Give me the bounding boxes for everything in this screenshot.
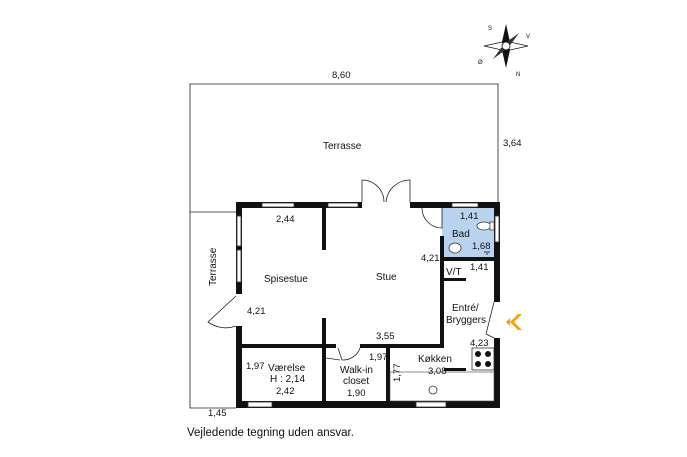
compass-s: S [488,26,492,32]
bedroom-door [325,357,341,361]
wall-bottom [236,401,500,408]
wall-right-lower [494,338,500,408]
toilet-tank [489,221,495,231]
sink-icon [448,242,462,254]
window-left-upper [236,215,242,247]
dim-stue-height: 4,21 [421,253,440,264]
wall-kitchen-counter [444,368,466,371]
window-left-mid [236,249,242,283]
dim-bad-height: 1,68 [472,241,491,252]
room-entre-line1: Entré/ [452,303,479,314]
window-top-bath [451,202,479,208]
dim-spisestue-height: 4,21 [247,306,266,317]
window-top-mid [327,202,359,208]
dim-vt-width: 1,41 [470,262,489,273]
dim-spisestue-width: 2,44 [276,214,295,225]
terrace-outline-top [189,83,499,212]
wall-spisestue-stue-upper [322,208,326,250]
room-vt: V/T [446,267,462,278]
dim-walkin-width: 1,90 [347,388,366,399]
terrace-outline [189,211,236,409]
wall-top-left [236,202,362,208]
room-walkin-line1: Walk-in [340,365,373,376]
entrance-arrow-icon-inner [506,318,510,326]
shower-icon [484,251,490,255]
room-spisestue: Spisestue [264,274,308,285]
wall-right-upper [494,202,500,302]
window-bottom-right [415,401,447,408]
room-bad: Bad [452,229,470,240]
toilet-icon [476,221,492,231]
dim-stue-width: 3,55 [376,331,395,342]
bath-door [421,207,443,229]
stove-burner-2 [485,351,491,357]
kitchen-counter [389,371,495,402]
dim-vaerelse-height: 1,97 [246,361,265,372]
room-vaerelse-height: H : 2,14 [270,374,305,385]
wall-walkin-left [322,348,326,401]
entrance-arrow-icon [510,314,522,330]
compass-o: Ø [478,60,483,66]
wall-left-lower [236,326,242,408]
wall-horizontal-middle-left [242,344,336,348]
compass-n: N [516,72,520,78]
walkin-door [337,347,361,361]
dim-top-width: 8,60 [332,70,351,81]
kitchen-sink-icon [428,385,438,395]
wall-walkin-right [386,348,390,401]
room-terrasse-top: Terrasse [323,141,362,152]
stove-burner-4 [485,361,491,367]
room-koekken: Køkken [418,354,452,365]
wall-bad-vt [440,257,494,261]
room-entre-line2: Bryggers [446,315,486,326]
wall-horizontal-middle-right [360,344,444,348]
room-terrasse-left: Terrasse [208,247,219,286]
window-bottom-left [247,401,273,408]
dim-bad-width: 1,41 [460,211,479,222]
room-vaerelse: Værelse [268,363,306,374]
dim-koekken-height: 1,77 [392,364,403,383]
room-stue: Stue [376,272,397,283]
stove-burner-1 [475,351,481,357]
dim-bottom-left: 1,45 [208,408,227,419]
room-walkin-line2: closet [343,376,369,387]
compass-rose-icon: S V Ø N [478,24,530,78]
window-top-left [261,202,295,208]
dim-walkin-height: 1,97 [369,352,388,363]
dim-vaerelse-width: 2,42 [276,386,295,397]
dim-entre-height: 4,23 [470,338,489,349]
wall-spisestue-stue-lower [322,318,326,344]
wall-left-upper [236,202,242,294]
dim-right-height: 3,64 [503,138,522,149]
stove-icon [471,347,495,371]
wall-entre-left [440,236,444,348]
terrace-double-door [361,179,411,203]
dim-koekken-width: 3,08 [428,366,447,377]
window-right-bath [494,215,500,243]
wall-vt-bottom [444,278,466,281]
stove-burner-3 [475,361,481,367]
entrance-door [485,301,495,339]
compass-v: V [526,34,530,40]
left-terrace-door [207,295,237,329]
disclaimer-caption: Vejledende tegning uden ansvar. [187,427,354,439]
